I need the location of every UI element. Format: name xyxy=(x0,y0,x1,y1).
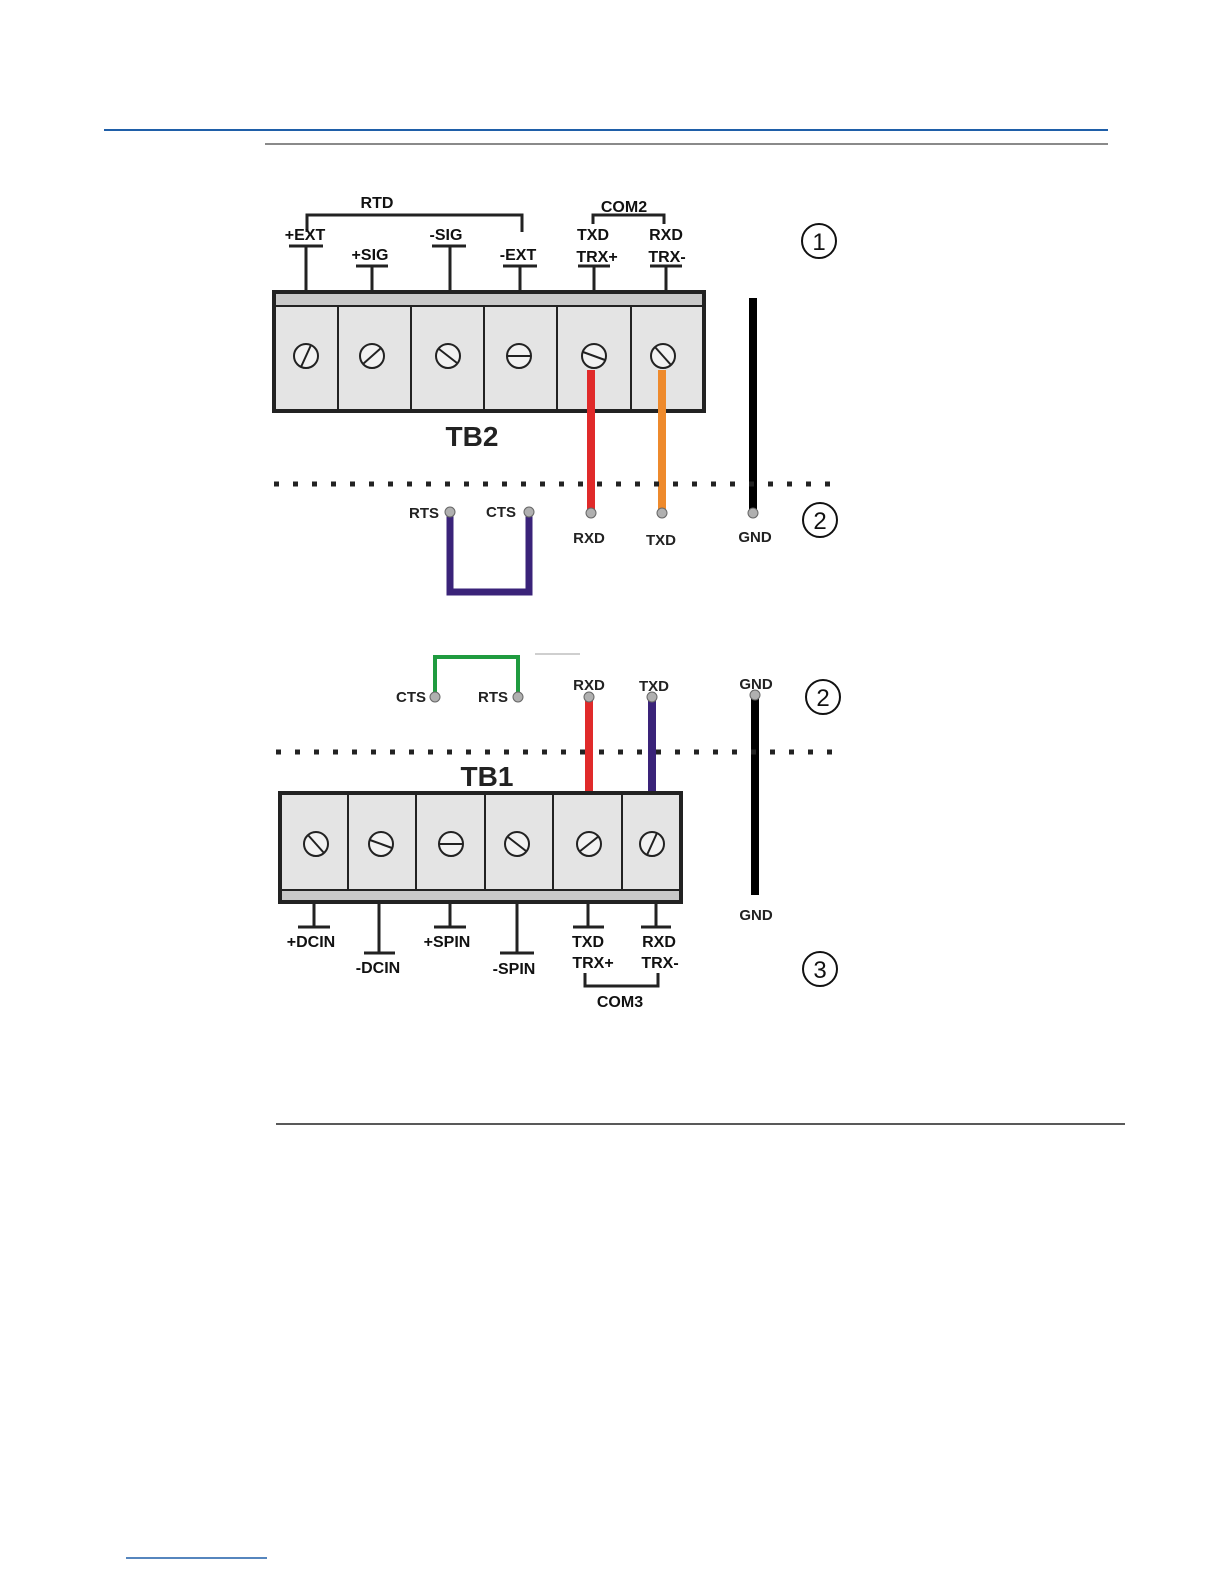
tb2-label-trx-minus: TRX- xyxy=(648,249,685,266)
tb1-screw-1 xyxy=(304,832,328,856)
com2-bracket xyxy=(593,215,664,224)
tb1-label-txd: TXD xyxy=(572,934,604,951)
tb2-top-rail xyxy=(276,294,702,306)
connector-bottom-cts: CTS xyxy=(396,689,426,706)
connector-top-txd: TXD xyxy=(646,532,676,549)
tb1-label-spin-minus: -SPIN xyxy=(493,961,536,978)
callout-2-bottom: 2 xyxy=(806,680,840,714)
tb1-screw-3 xyxy=(439,832,463,856)
connector-bottom-gnd-bottom: GND xyxy=(739,907,773,924)
tb1-title: TB1 xyxy=(461,761,514,792)
svg-text:1: 1 xyxy=(812,229,825,256)
tb1-block: TB1 +DCIN -DCIN +SPIN -SPIN TX xyxy=(280,761,681,1011)
tb2-label-trx-plus: TRX+ xyxy=(576,249,617,266)
svg-text:2: 2 xyxy=(816,685,829,712)
tb1-label-trx-plus: TRX+ xyxy=(572,955,613,972)
tb2-screw-3 xyxy=(436,344,460,368)
callout-3: 3 xyxy=(803,952,837,986)
tb1-label-rxd: RXD xyxy=(642,934,676,951)
connector-top-gnd: GND xyxy=(738,529,772,546)
tb2-label-rxd: RXD xyxy=(649,227,683,244)
svg-text:3: 3 xyxy=(813,957,826,984)
tb2-screw-2 xyxy=(360,344,384,368)
rtd-bracket xyxy=(307,215,522,232)
connector-bottom-txd: TXD xyxy=(639,678,669,695)
tb1-label-dcin-plus: +DCIN xyxy=(287,934,335,951)
com3-bracket-label: COM3 xyxy=(597,994,643,1011)
callout-1: 1 xyxy=(802,224,836,258)
connector-top-rxd: RXD xyxy=(573,530,605,547)
connector-bottom-gnd-top: GND xyxy=(739,676,773,693)
tb2-screw-5 xyxy=(582,344,606,368)
connector-top-rts: RTS xyxy=(409,505,439,522)
tb1-bottom-rail xyxy=(282,890,679,900)
tb2-label-sig-plus: +SIG xyxy=(352,247,389,264)
connector-top-cts: CTS xyxy=(486,504,516,521)
tb2-screw-4 xyxy=(507,344,531,368)
com2-bracket-label: COM2 xyxy=(601,199,647,216)
tb2-label-txd: TXD xyxy=(577,227,609,244)
rtd-bracket-label: RTD xyxy=(361,195,394,212)
tb2-pin-stubs xyxy=(289,246,682,292)
tb2-label-sig-minus: -SIG xyxy=(430,227,463,244)
tb1-label-spin-plus: +SPIN xyxy=(424,934,471,951)
tb1-screw-2 xyxy=(369,832,393,856)
tb1-screw-4 xyxy=(505,832,529,856)
tb1-body xyxy=(280,793,681,902)
callout-2-top: 2 xyxy=(803,503,837,537)
tb1-screw-5 xyxy=(577,832,601,856)
svg-text:2: 2 xyxy=(813,508,826,535)
tb1-label-dcin-minus: -DCIN xyxy=(356,960,400,977)
tb1-pin-stubs xyxy=(298,902,671,953)
connector-bottom-rxd: RXD xyxy=(573,677,605,694)
connector-bottom-rts: RTS xyxy=(478,689,508,706)
tb1-screw-6 xyxy=(640,832,664,856)
rts-cts-jumper-top xyxy=(450,512,529,592)
tb2-screw-1 xyxy=(294,344,318,368)
tb2-label-ext-plus: +EXT xyxy=(285,227,326,244)
com3-bracket xyxy=(585,973,658,986)
tb1-label-trx-minus: TRX- xyxy=(641,955,678,972)
tb2-block: RTD COM2 +EXT +SIG -SIG -EXT TXD TRX+ RX… xyxy=(274,195,704,452)
tb2-title: TB2 xyxy=(446,421,499,452)
tb2-screw-6 xyxy=(651,344,675,368)
tb2-label-ext-minus: -EXT xyxy=(500,247,537,264)
